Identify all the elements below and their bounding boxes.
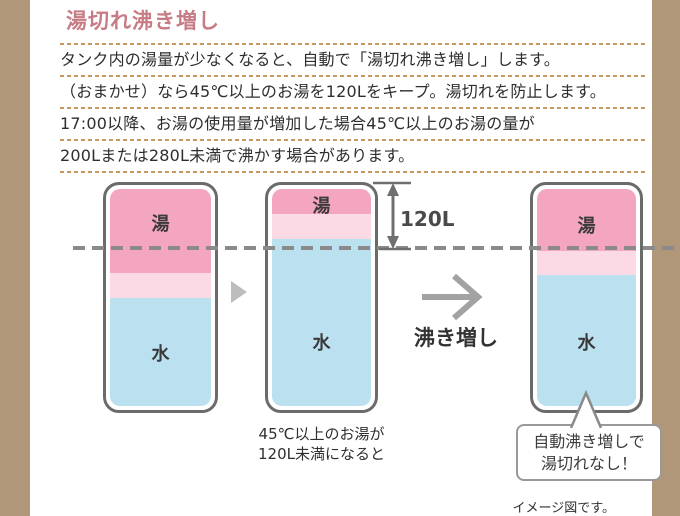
callout-bubble: 自動沸き増しで 湯切れなし！	[516, 424, 662, 481]
body-line: 200Lまたは280L未満で沸かす場合があります。	[60, 146, 415, 165]
measure-bracket-icon	[373, 181, 411, 251]
hot-water-label: 湯	[577, 216, 596, 237]
dashed-divider	[60, 43, 648, 45]
arrow-label: 沸き増し	[414, 326, 498, 350]
dashed-divider	[60, 75, 648, 77]
cold-water-layer	[272, 239, 371, 406]
body-line: （おまかせ）なら45℃以上のお湯を120Lをキープ。湯切れを防止します。	[60, 82, 606, 101]
triangle-right-icon	[231, 281, 247, 303]
content-panel: 湯切れ沸き増し タンク内の湯量が少なくなると、自動で「湯切れ沸き増し」します。 …	[30, 0, 678, 516]
callout-line1: 自動沸き増しで	[533, 431, 645, 451]
hot-water-layer	[110, 189, 211, 273]
cold-water-label: 水	[151, 344, 170, 365]
dashed-divider	[60, 107, 648, 109]
tank-low: 湯 水	[265, 182, 378, 413]
body-line: 17:00以降、お湯の使用量が増加した場合45℃以上のお湯の量が	[60, 114, 535, 133]
hot-water-label: 湯	[151, 214, 170, 235]
arrow-right-icon	[422, 273, 483, 321]
cold-water-label: 水	[577, 333, 596, 354]
tank-low-fill	[272, 189, 371, 406]
hot-water-layer	[272, 189, 371, 214]
cold-water-layer	[537, 275, 636, 406]
tank-after: 湯 水	[530, 182, 643, 413]
hot-water-label: 湯	[312, 196, 331, 217]
intro-text-block: 湯切れ沸き増し タンク内の湯量が少なくなると、自動で「湯切れ沸き増し」します。 …	[60, 0, 648, 173]
warm-water-layer	[537, 251, 636, 275]
low-tank-caption-line1: 45℃以上のお湯が	[258, 425, 385, 443]
measure-label: 120L	[400, 207, 455, 231]
body-line: タンク内の湯量が少なくなると、自動で「湯切れ沸き増し」します。	[60, 50, 560, 69]
cold-water-label: 水	[312, 333, 331, 354]
page-title: 湯切れ沸き増し	[66, 9, 220, 33]
cold-water-layer	[110, 298, 211, 406]
tank-before-fill	[110, 189, 211, 406]
image-note: イメージ図です。	[512, 501, 615, 516]
hot-water-layer	[537, 189, 636, 251]
dashed-divider	[60, 171, 648, 173]
callout-tail-icon	[569, 390, 603, 428]
level-dashed-line	[73, 246, 678, 250]
dashed-divider	[60, 139, 648, 141]
callout-line2: 湯切れなし！	[540, 453, 637, 473]
tank-after-fill	[537, 189, 636, 406]
warm-water-layer	[110, 273, 211, 298]
low-tank-caption-line2: 120L未満になると	[258, 445, 385, 463]
low-tank-caption: 45℃以上のお湯が 120L未満になると	[249, 424, 394, 464]
warm-water-layer	[272, 214, 371, 239]
tank-before: 湯 水	[103, 182, 218, 413]
